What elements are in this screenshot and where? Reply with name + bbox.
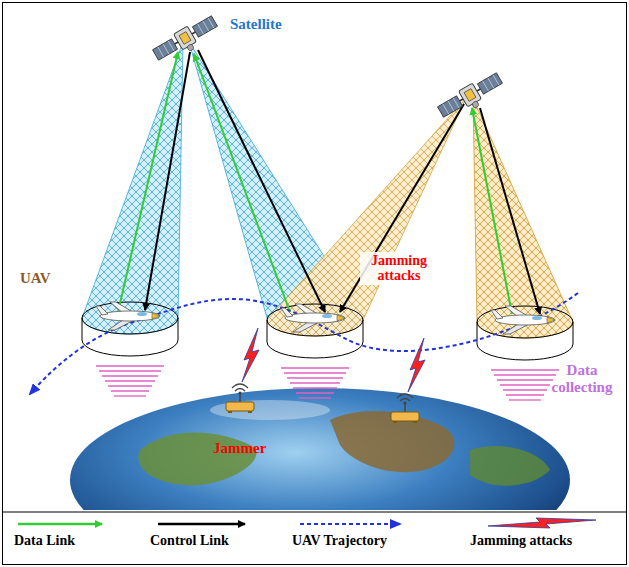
legend-text: Data Link — [14, 533, 75, 548]
satellite-label: Satellite — [230, 16, 282, 33]
uav-label: UAV — [20, 270, 51, 287]
data-collecting-label: Data collecting — [542, 362, 622, 395]
jamming-label: Jamming attacks — [360, 252, 438, 285]
legend-text: Jamming attacks — [470, 533, 572, 548]
legend-text: UAV Trajectory — [292, 533, 387, 548]
jammer-label: Jammer — [213, 440, 266, 457]
legend-text: Control Link — [150, 533, 229, 548]
